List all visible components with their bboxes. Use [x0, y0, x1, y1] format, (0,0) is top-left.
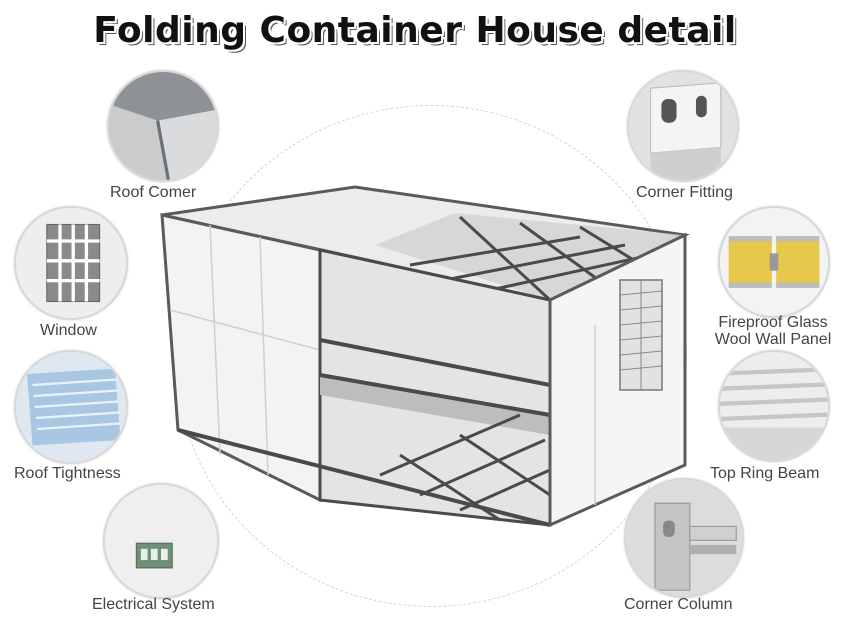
roof-tightness-detail-image [14, 350, 128, 464]
wall-panel-label: Fireproof Glass Wool Wall Panel [710, 314, 836, 348]
ring-beam-icon [720, 352, 828, 460]
top-ring-beam-label: Top Ring Beam [710, 465, 820, 482]
wall-panel-label-line2: Wool Wall Panel [714, 331, 832, 348]
electrical-system-label: Electrical System [92, 596, 215, 613]
corner-fitting-icon [629, 72, 737, 180]
roof-tightness-label: Roof Tightness [14, 465, 121, 482]
top-ring-beam-detail-image [718, 350, 830, 462]
window-label: Window [40, 322, 97, 339]
roof-corner-detail-image [107, 70, 219, 182]
roof-corner-label: Roof Comer [110, 184, 197, 201]
page-title: Folding Container House detail [93, 10, 737, 51]
wall-panel-detail-image [718, 206, 830, 318]
corner-column-icon [626, 480, 742, 596]
window-icon [16, 208, 126, 318]
roof-corner-icon [109, 72, 217, 180]
corner-fitting-label: Corner Fitting [636, 184, 733, 201]
electrical-system-detail-image [103, 483, 219, 599]
wall-panel-icon [720, 208, 828, 316]
corner-column-detail-image [624, 478, 744, 598]
corner-fitting-detail-image [627, 70, 739, 182]
corner-column-label: Corner Column [624, 596, 733, 613]
wall-panel-label-line1: Fireproof Glass [718, 314, 828, 331]
electrical-box-icon [105, 485, 217, 597]
window-detail-image [14, 206, 128, 320]
roof-sheet-icon [16, 352, 126, 462]
container-house-illustration [150, 175, 691, 555]
